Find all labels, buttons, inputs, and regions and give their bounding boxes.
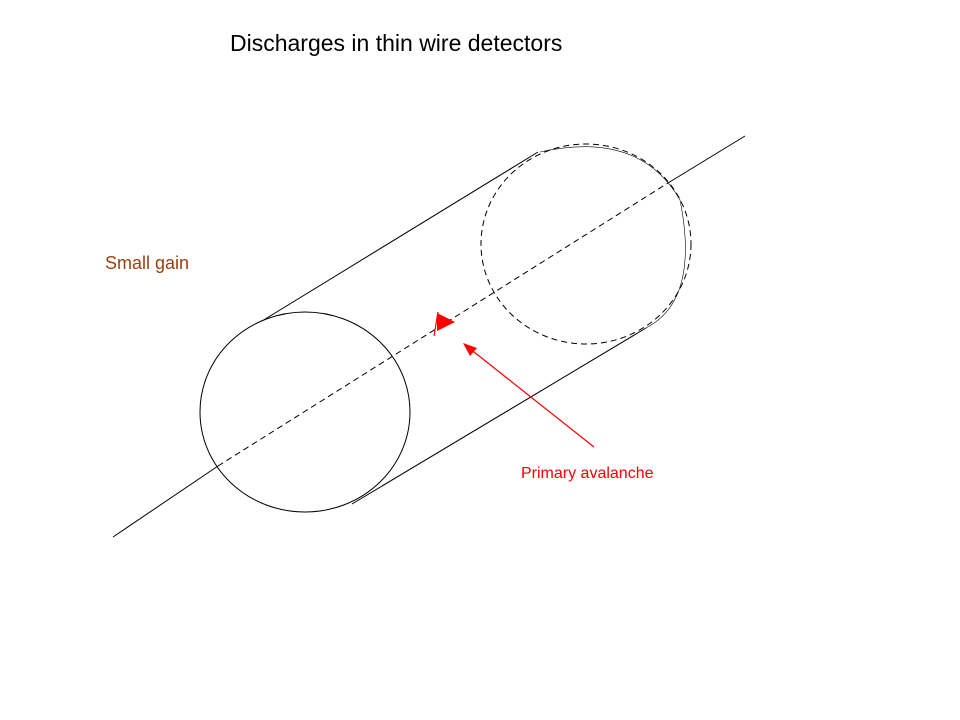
avalanche-pointer-line (468, 347, 595, 448)
anode-wire-right (667, 135, 746, 184)
cylinder-bottom-edge (351, 327, 647, 505)
cylinder-front-end (199, 311, 411, 513)
cylinder-back-end (480, 143, 692, 345)
cylinder-back-end-outline (539, 146, 686, 329)
avalanche-marker-stem (433, 311, 439, 337)
anode-wire-left (112, 465, 219, 538)
cylinder-top-edge (261, 151, 539, 322)
small-gain-label: Small gain (105, 253, 190, 273)
avalanche-marker (437, 313, 455, 331)
slide-title: Discharges in thin wire detectors (230, 30, 563, 56)
primary-avalanche-label: Primary avalanche (521, 465, 654, 482)
avalanche-pointer-arrowhead (463, 343, 477, 356)
